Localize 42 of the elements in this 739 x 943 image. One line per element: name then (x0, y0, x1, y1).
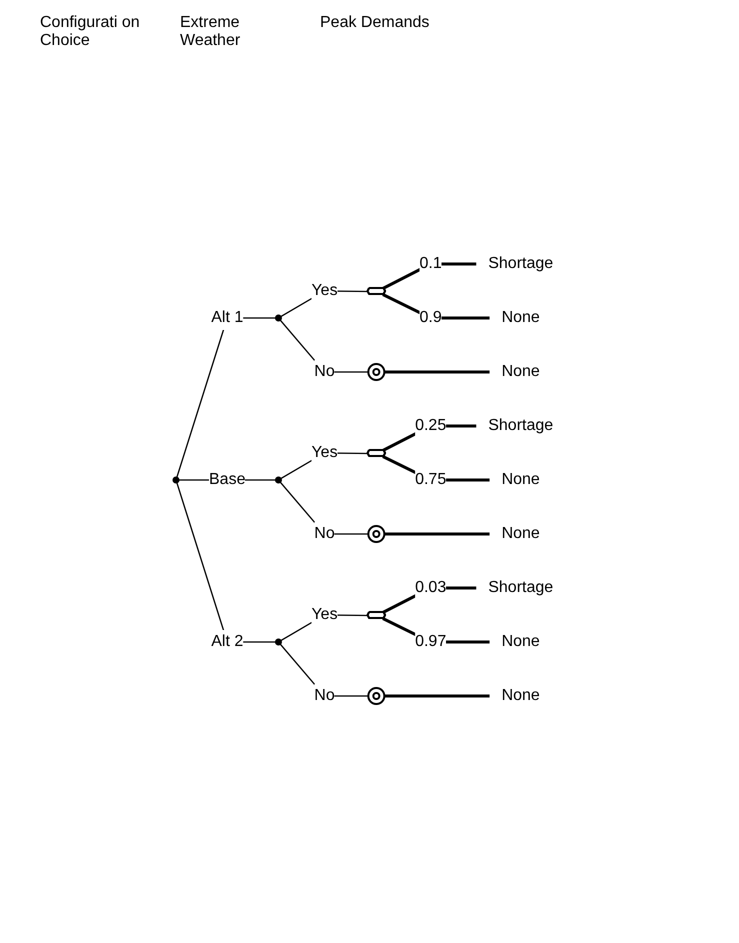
node-dot (172, 476, 180, 484)
node-text: Shortage (488, 417, 554, 434)
node-dot (275, 314, 282, 322)
node-text: None (502, 525, 540, 542)
node-text: None (502, 687, 540, 704)
edge-label: Yes (312, 444, 338, 461)
edge-label: 0.9 (420, 309, 442, 326)
node-ring (368, 363, 386, 381)
node-text: None (502, 309, 540, 326)
edge-label: No (314, 687, 336, 704)
node-text: None (502, 633, 540, 650)
edge-label: No (314, 525, 336, 542)
node-text: Shortage (488, 255, 554, 272)
edge-label: 0.75 (416, 471, 447, 488)
edge-label: Yes (312, 282, 338, 299)
node-ring (368, 525, 386, 543)
column-heading: Peak Demands (320, 14, 430, 33)
edge-label: 0.03 (416, 579, 447, 596)
edge-label: Yes (312, 606, 338, 623)
edge-label: 0.97 (416, 633, 447, 650)
connector (280, 320, 369, 373)
column-heading: Extreme Weather (180, 14, 242, 50)
edge-label: Alt 1 (212, 309, 244, 326)
connector (384, 370, 490, 374)
connector (384, 694, 490, 698)
edge-label: No (314, 363, 336, 380)
connector (382, 262, 477, 290)
node-ring (368, 687, 386, 705)
connector (280, 644, 369, 697)
node-text: None (502, 363, 540, 380)
edge-label: 0.1 (420, 255, 442, 272)
edge-label: Alt 2 (212, 633, 244, 650)
connector (384, 532, 490, 536)
node-text: None (502, 471, 540, 488)
edge-label: Base (209, 471, 246, 488)
connector (280, 482, 369, 535)
node-dot (275, 476, 282, 484)
node-dot (275, 638, 282, 646)
connector (382, 293, 490, 320)
column-heading: Configurati on Choice (40, 14, 141, 50)
node-text: Shortage (488, 579, 554, 596)
edge-label: 0.25 (416, 417, 447, 434)
